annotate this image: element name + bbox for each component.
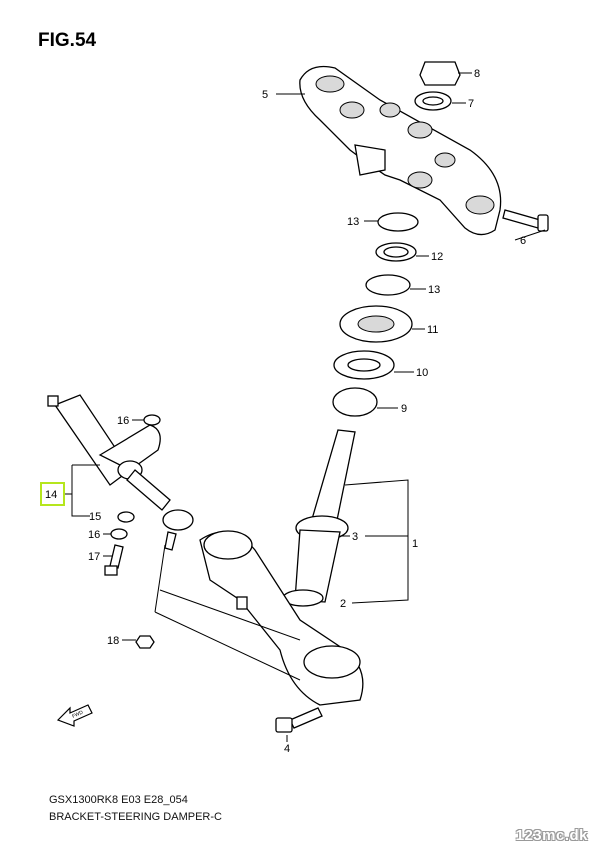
callout-3[interactable]: 3 [352, 531, 358, 543]
part-washer-16-lower [110, 528, 128, 540]
callout-6[interactable]: 6 [520, 235, 526, 247]
part-spacer-15 [117, 511, 135, 523]
highlight-box-14 [40, 482, 65, 506]
callout-11[interactable]: 11 [427, 324, 438, 336]
part-nut-18 [135, 635, 155, 649]
part-steering-stem [282, 429, 356, 607]
callout-8[interactable]: 8 [474, 68, 480, 80]
part-nut-13-upper [377, 212, 419, 232]
callout-15[interactable]: 15 [89, 511, 101, 523]
callout-4[interactable]: 4 [284, 743, 290, 755]
part-bearing-9 [332, 387, 378, 417]
callout-17[interactable]: 17 [88, 551, 100, 563]
part-bolt-17 [109, 544, 124, 569]
callout-7[interactable]: 7 [468, 98, 474, 110]
model-code: GSX1300RK8 E03 E28_054 [49, 794, 188, 806]
part-bolt-6 [502, 209, 549, 232]
part-lower-bracket [199, 530, 364, 706]
watermark-logo: 123mc.dk [515, 827, 588, 844]
figure-title: FIG.54 [38, 30, 97, 51]
part-bolt-4 [289, 707, 323, 729]
callout-16-lower[interactable]: 16 [88, 529, 100, 541]
callout-10[interactable]: 10 [416, 367, 428, 379]
callout-14[interactable]: 14 [45, 489, 57, 501]
part-nut-13-lower [365, 274, 411, 296]
callout-1[interactable]: 1 [412, 538, 418, 550]
front-arrow-label: FWD [71, 709, 84, 719]
callout-12[interactable]: 12 [431, 251, 443, 263]
part-washer-16-upper [143, 414, 161, 426]
callout-13-upper[interactable]: 13 [347, 216, 359, 228]
diagram-name: BRACKET-STEERING DAMPER-C [49, 811, 222, 823]
callout-5[interactable]: 5 [262, 89, 268, 101]
callout-13-lower[interactable]: 13 [428, 284, 440, 296]
callout-9[interactable]: 9 [401, 403, 407, 415]
front-direction-arrow: FWD [56, 704, 93, 727]
callout-16-upper[interactable]: 16 [117, 415, 129, 427]
part-upper-bracket [299, 65, 502, 236]
part-nut-8 [419, 61, 461, 86]
callout-2[interactable]: 2 [340, 598, 346, 610]
part-steering-damper [47, 394, 194, 551]
callout-18[interactable]: 18 [107, 635, 119, 647]
